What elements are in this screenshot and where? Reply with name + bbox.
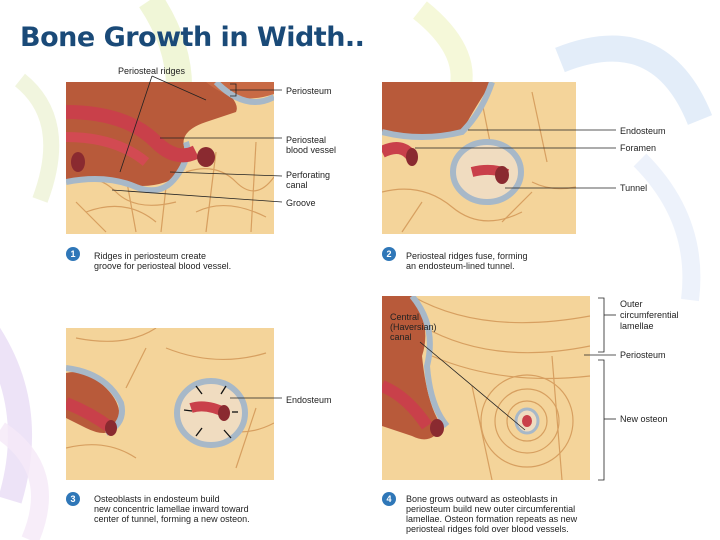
label-outer-lamellae-line-3: lamellae xyxy=(620,321,654,331)
caption-4-line-4: periosteal ridges fold over blood vessel… xyxy=(406,524,569,534)
panel-1-image xyxy=(66,82,274,234)
caption-4-line-3: lamellae. Osteon formation repeats as ne… xyxy=(406,514,578,524)
caption-3-line-3: center of tunnel, forming a new osteon. xyxy=(94,514,250,524)
label-central-canal-line-2: (Haversian) xyxy=(390,322,437,332)
label-new-osteon: New osteon xyxy=(620,414,668,424)
label-endosteum-2: Endosteum xyxy=(620,126,666,136)
step-badge-2: 2 xyxy=(382,247,396,261)
label-tunnel: Tunnel xyxy=(620,183,648,193)
label-periosteal-ridges: Periosteal ridges xyxy=(118,66,186,76)
label-endosteum-3: Endosteum xyxy=(286,395,332,405)
slide-title: Bone Growth in Width.. xyxy=(20,22,365,53)
panel-2-image xyxy=(382,82,576,234)
label-foramen: Foramen xyxy=(620,143,657,153)
caption-3-line-2: new concentric lamellae inward toward xyxy=(94,504,249,514)
label-perforating-canal-line-2: canal xyxy=(286,180,308,190)
label-groove: Groove xyxy=(286,198,316,208)
label-central-canal-line-1: Central xyxy=(390,312,420,322)
step-badge-1: 1 xyxy=(66,247,80,261)
label-outer-lamellae-line-2: circumferential xyxy=(620,310,679,320)
label-perforating-canal-line-1: Perforating xyxy=(286,170,331,180)
label-outer-lamellae-line-1: Outer xyxy=(620,299,643,309)
caption-2-line-1: Periosteal ridges fuse, forming xyxy=(406,251,528,261)
label-periosteal-blood-vessel-line-1: Periosteal xyxy=(286,135,327,145)
panel-3-image xyxy=(66,328,274,480)
step-badge-3: 3 xyxy=(66,492,80,506)
label-periosteum-4: Periosteum xyxy=(620,350,666,360)
step-badge-4: 4 xyxy=(382,492,396,506)
caption-4-line-1: Bone grows outward as osteoblasts in xyxy=(406,494,558,504)
caption-2-line-2: an endosteum-lined tunnel. xyxy=(406,261,515,271)
caption-1-line-1: Ridges in periosteum create xyxy=(94,251,207,261)
label-periosteal-blood-vessel-line-2: blood vessel xyxy=(286,145,337,155)
label-periosteum-1: Periosteum xyxy=(286,86,332,96)
caption-1-line-2: groove for periosteal blood vessel. xyxy=(94,261,232,271)
caption-4-line-2: periosteum build new outer circumferenti… xyxy=(406,504,576,514)
label-central-canal-line-3: canal xyxy=(390,332,412,342)
caption-3-line-1: Osteoblasts in endosteum build xyxy=(94,494,220,504)
